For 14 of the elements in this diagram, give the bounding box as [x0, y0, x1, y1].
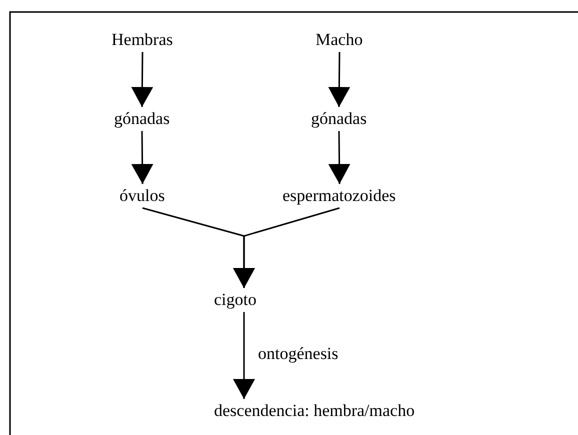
flow-step-text: Macho: [316, 30, 363, 50]
flow-step-text: cigoto: [214, 290, 256, 310]
flow-step-text: óvulos: [120, 186, 165, 206]
arrow: [328, 52, 350, 107]
flow-step-text: espermatozoides: [282, 186, 396, 206]
arrow: [131, 52, 154, 107]
arrow: [131, 131, 154, 184]
flow-step-text: descendencia: hembra/macho: [214, 401, 415, 421]
flow-step-text: Hembras: [112, 30, 173, 50]
arrow: [233, 207, 340, 288]
flow-step-text: gónadas: [311, 109, 367, 129]
arrow: [328, 131, 350, 184]
arrow: [233, 312, 255, 399]
flow-step-text: gónadas: [114, 109, 170, 129]
